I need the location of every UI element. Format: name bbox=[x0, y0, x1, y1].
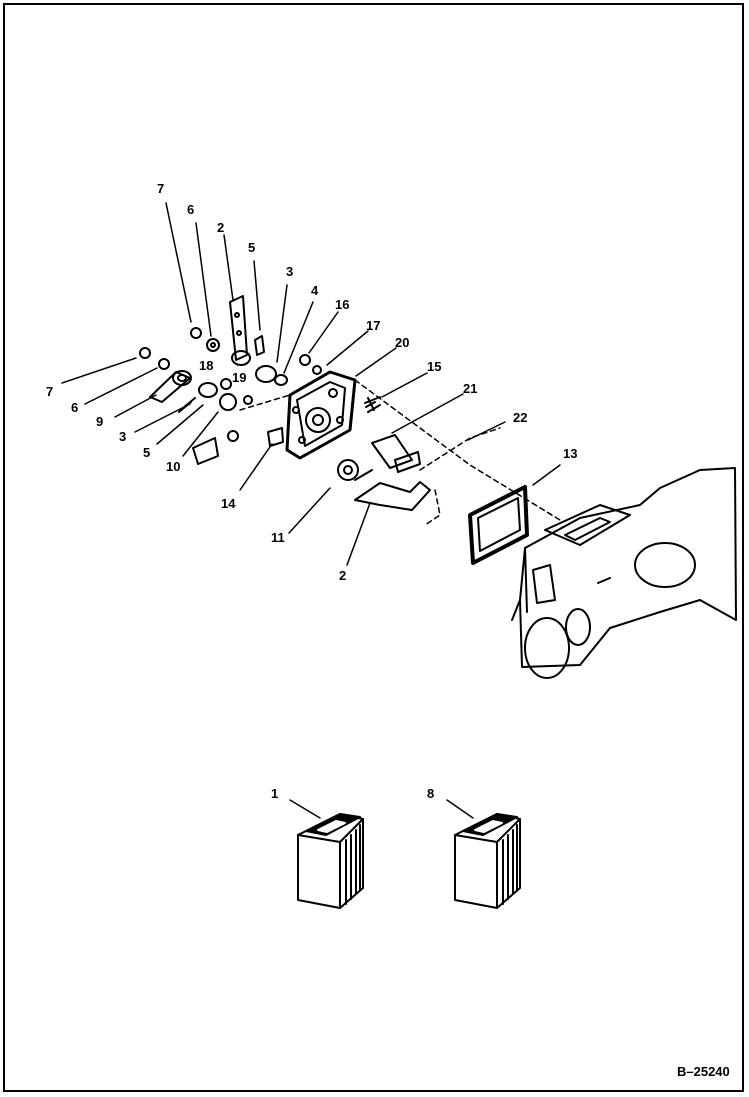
callout-15: 15 bbox=[427, 359, 442, 374]
callout-6-lower: 6 bbox=[71, 400, 79, 415]
upper-lever bbox=[229, 295, 251, 366]
callout-2-upper: 2 bbox=[217, 220, 225, 235]
leader-lines bbox=[61, 202, 561, 819]
kit-box-1 bbox=[297, 813, 364, 909]
callout-4: 4 bbox=[311, 283, 319, 298]
callout-3-upper: 3 bbox=[286, 264, 294, 279]
left-lever bbox=[149, 370, 192, 403]
callout-7-lower: 7 bbox=[46, 384, 54, 399]
callout-17: 17 bbox=[366, 318, 381, 333]
kit-box-8 bbox=[454, 813, 521, 909]
engine-block bbox=[511, 467, 737, 679]
callout-6-upper: 6 bbox=[187, 202, 195, 217]
callout-5-lower: 5 bbox=[143, 445, 151, 460]
callout-21: 21 bbox=[463, 381, 478, 396]
callout-18: 18 bbox=[199, 358, 214, 373]
callout-5-upper: 5 bbox=[248, 240, 256, 255]
callout-19: 19 bbox=[232, 370, 247, 385]
callout-9: 9 bbox=[96, 414, 104, 429]
callout-1: 1 bbox=[271, 786, 279, 801]
drawing-frame bbox=[3, 3, 744, 1092]
gasket bbox=[468, 485, 529, 565]
callout-13: 13 bbox=[563, 446, 578, 461]
assembly-lines bbox=[239, 379, 561, 526]
callout-10: 10 bbox=[166, 459, 181, 474]
callout-8: 8 bbox=[427, 786, 435, 801]
callout-7-upper: 7 bbox=[157, 181, 165, 196]
callout-20: 20 bbox=[395, 335, 410, 350]
callout-14: 14 bbox=[221, 496, 236, 511]
callout-3-lower: 3 bbox=[119, 429, 127, 444]
figure-number: B–25240 bbox=[677, 1064, 730, 1079]
callout-16: 16 bbox=[335, 297, 350, 312]
governor-shafts bbox=[337, 434, 431, 511]
governor-cover bbox=[285, 370, 357, 460]
callout-11: 11 bbox=[271, 530, 285, 545]
callout-22: 22 bbox=[513, 410, 528, 425]
callout-2-lower: 2 bbox=[339, 568, 347, 583]
